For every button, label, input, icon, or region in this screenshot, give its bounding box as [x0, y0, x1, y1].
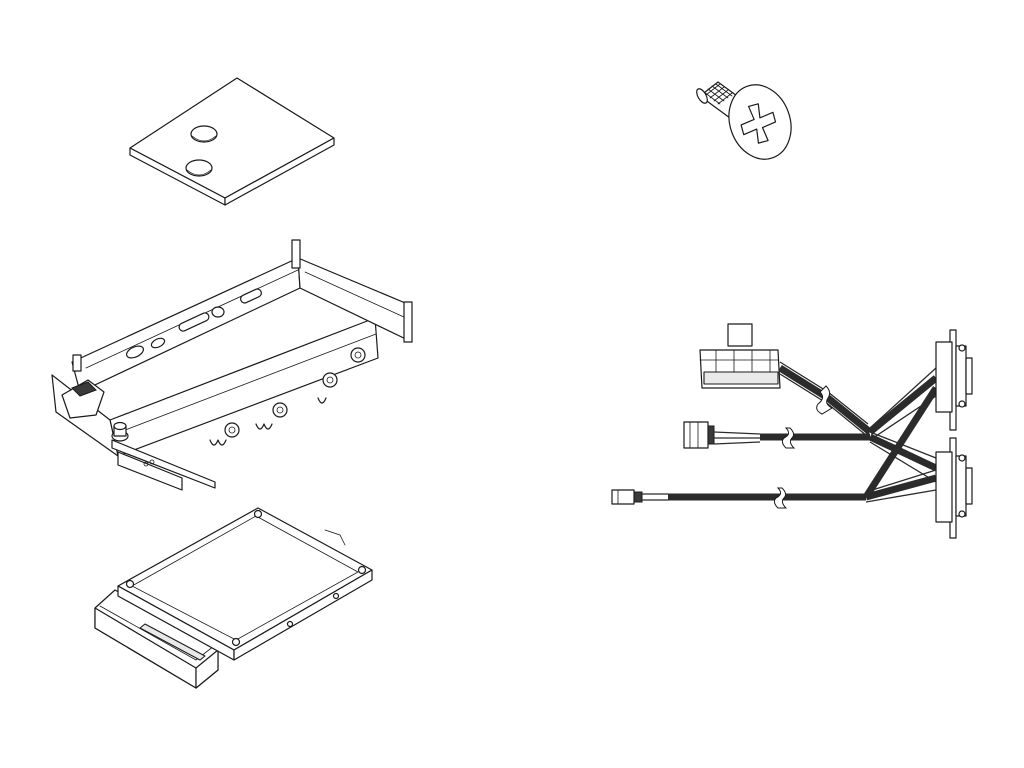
drive-connector-lower [935, 437, 973, 539]
drive-bracket [51, 239, 413, 491]
pad-hole-upper [190, 125, 218, 143]
sideband-connector [683, 421, 715, 449]
mini-sas-connector [699, 323, 781, 389]
hard-drive-with-carrier [94, 507, 373, 689]
drive-connector-upper [935, 329, 973, 431]
cable-break-marks [773, 385, 834, 509]
pad-hole-lower [185, 159, 213, 177]
phillips-flat-head-screw [696, 81, 792, 160]
thermal-pad [129, 77, 335, 206]
power-connector [611, 489, 643, 505]
breakout-cable-assembly [611, 323, 973, 539]
thumb-screw [111, 421, 129, 442]
